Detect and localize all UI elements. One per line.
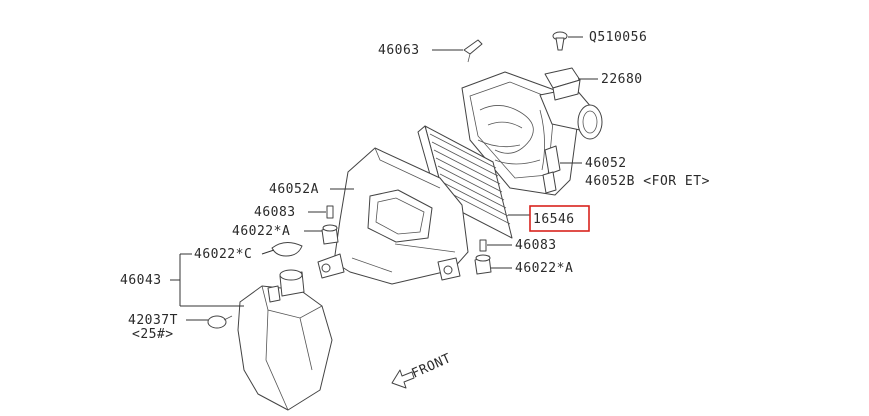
label-46052a: 46052A — [269, 182, 319, 197]
front-arrow-icon: FRONT — [391, 351, 454, 389]
pin-46083-right — [479, 239, 487, 252]
label-46063: 46063 — [378, 43, 420, 58]
label-46043: 46043 — [120, 273, 162, 288]
label-46052: 46052 — [585, 156, 627, 171]
label-46052b: 46052B <FOR ET> — [585, 174, 710, 189]
label-46022a-right: 46022*A — [515, 261, 573, 276]
label-46022c: 46022*C — [194, 247, 252, 262]
sensor-22680 — [544, 67, 581, 101]
clip-42037t — [207, 315, 233, 329]
label-q510056: Q510056 — [589, 30, 647, 45]
highlight-box-16546 — [529, 205, 590, 232]
label-16546: 16546 — [533, 212, 575, 227]
label-22680: 22680 — [601, 72, 643, 87]
label-42037t: 42037T — [128, 313, 178, 328]
resonator-46043 — [237, 269, 333, 411]
ring-46022c — [271, 242, 303, 257]
label-42037t-qty: <25#> — [132, 327, 174, 342]
label-46022a-left: 46022*A — [232, 224, 290, 239]
leader-lines — [170, 36, 598, 321]
label-46083-left: 46083 — [254, 205, 296, 220]
screw-q510056 — [552, 31, 568, 51]
lower-case-46052a — [317, 147, 469, 285]
clip-46063 — [463, 39, 483, 63]
grommet-46022a-right — [474, 254, 492, 275]
pin-46083-left — [326, 205, 334, 219]
grommet-46022a-left — [321, 224, 339, 245]
label-46083-right: 46083 — [515, 238, 557, 253]
label-front: FRONT — [410, 351, 454, 382]
